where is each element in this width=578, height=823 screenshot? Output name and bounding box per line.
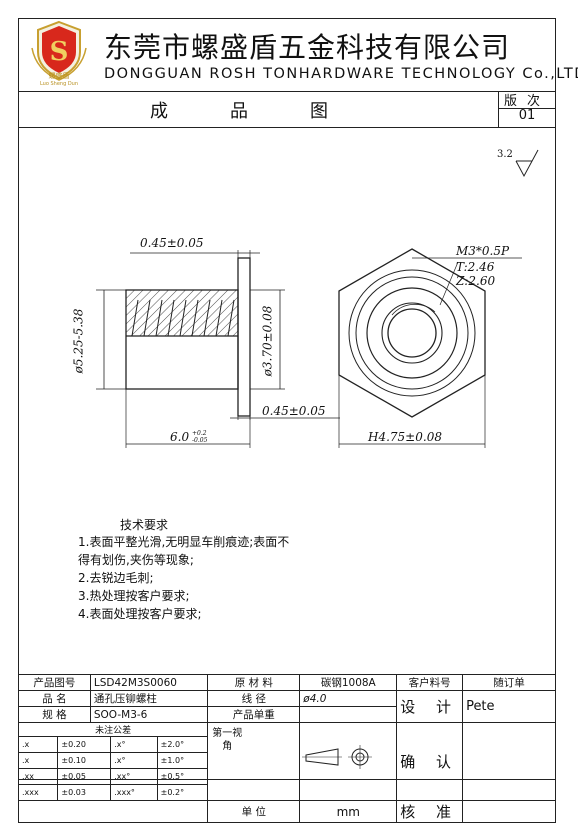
side-view bbox=[96, 250, 340, 448]
view-label: 第一视角 bbox=[212, 728, 243, 752]
dim-hex-size: H4.75±0.08 bbox=[368, 430, 442, 444]
tol-cell: .x bbox=[19, 752, 59, 769]
designer-name: Pete bbox=[462, 690, 556, 723]
requirement-line: 得有划伤,夹伤等现象; bbox=[78, 553, 194, 567]
tol-cell: ±0.03 bbox=[57, 784, 112, 800]
tolerance-footer bbox=[17, 800, 209, 823]
unit-value: mm bbox=[299, 800, 398, 823]
end-view bbox=[338, 248, 522, 448]
company-logo: S bbox=[31, 20, 87, 81]
tol-cell: .xxx° bbox=[110, 784, 158, 800]
wire-value: ø4.0 bbox=[299, 690, 398, 707]
projection-symbol bbox=[302, 745, 373, 769]
tol-cell: ±2.0° bbox=[156, 737, 208, 753]
tolerance-cell: 未注公差 .x ±0.20 .x° ±2.0° .x ±0.10 .x° ±1.… bbox=[17, 722, 209, 801]
design-label: 设 计 bbox=[396, 690, 464, 723]
tol-cell: .xxx bbox=[19, 784, 59, 800]
thread-z: Z:2.60 bbox=[456, 274, 496, 288]
roughness-value: 3.2 bbox=[497, 149, 513, 160]
logo-text: 螺盛盾 bbox=[48, 72, 70, 80]
tol-cell: .x° bbox=[110, 752, 158, 769]
svg-text:S: S bbox=[50, 37, 69, 67]
unit-weight-label: 产品单重 bbox=[207, 706, 301, 723]
company-name-cn: 东莞市螺盛盾五金科技有限公司 bbox=[104, 31, 511, 64]
unit-label: 单 位 bbox=[207, 800, 301, 823]
unmarked-tolerance-label: 未注公差 bbox=[19, 723, 208, 737]
material-label: 原 材 料 bbox=[207, 674, 301, 691]
thread-spec: M3*0.5P bbox=[456, 244, 510, 258]
header-bottom-line bbox=[18, 127, 556, 128]
tol-cell: ±0.20 bbox=[57, 737, 112, 753]
view-cell: 第一视角 bbox=[207, 722, 301, 801]
dim-length-tol-down: -0.05 bbox=[192, 437, 208, 444]
part-no: LSD42M3S0060 bbox=[89, 674, 209, 691]
tol-cell: ±0.2° bbox=[156, 784, 208, 800]
dim-length-tol-up: +0.2 bbox=[192, 430, 207, 437]
tol-cell: .xx bbox=[19, 768, 59, 785]
wire-label: 线 径 bbox=[207, 690, 301, 707]
unit-weight-value bbox=[299, 706, 398, 723]
technical-drawing bbox=[96, 149, 539, 448]
material-value: 碳钢1008A bbox=[299, 674, 398, 691]
tol-cell: .xx° bbox=[110, 768, 158, 785]
requirement-line: 2.去锐边毛刺; bbox=[78, 571, 154, 585]
dim-inner-diameter: ø3.70±0.08 bbox=[260, 305, 275, 377]
tol-cell: ±1.0° bbox=[156, 752, 208, 769]
part-name: 通孔压铆螺柱 bbox=[89, 690, 209, 707]
requirement-line: 3.热处理按客户要求; bbox=[78, 589, 190, 603]
tol-cell: .x bbox=[19, 737, 59, 753]
revision-divider bbox=[498, 91, 499, 127]
dim-head-thickness: 0.45±0.05 bbox=[262, 404, 326, 418]
approve-value bbox=[462, 800, 556, 823]
header-divider bbox=[18, 91, 556, 92]
tol-cell: ±0.05 bbox=[57, 768, 112, 785]
dim-flange-thickness: 0.45±0.05 bbox=[140, 236, 204, 250]
spec-label: 规 格 bbox=[18, 706, 91, 723]
revision-label: 版次 bbox=[503, 94, 550, 109]
part-no-label: 产品图号 bbox=[18, 674, 91, 691]
name-label: 品 名 bbox=[18, 690, 91, 707]
order-label: 随订单 bbox=[462, 674, 556, 691]
requirement-line: 4.表面处理按客户要求; bbox=[78, 607, 202, 621]
spec-value: SOO-M3-6 bbox=[89, 706, 209, 723]
tol-cell: ±0.10 bbox=[57, 752, 112, 769]
confirm-value bbox=[462, 722, 556, 801]
company-name-en: DONGGUAN ROSH TONHARDWARE TECHNOLOGY Co.… bbox=[104, 66, 578, 82]
revision-split bbox=[498, 108, 556, 109]
dim-length: 6.0 bbox=[170, 430, 190, 444]
requirements-title: 技术要求 bbox=[120, 518, 169, 532]
dim-length-tolerance: +0.2 -0.05 bbox=[192, 430, 207, 444]
projection-symbol-cell bbox=[299, 722, 398, 801]
revision-value: 01 bbox=[518, 108, 536, 123]
confirm-label: 确 认 bbox=[396, 722, 464, 801]
document-title: 成品图 bbox=[150, 101, 390, 122]
requirement-line: 1.表面平整光滑,无明显车削痕迹;表面不 bbox=[78, 535, 290, 549]
customer-no-label: 客户料号 bbox=[396, 674, 464, 691]
tol-cell: ±0.5° bbox=[156, 768, 208, 785]
logo-subtext: Luo Sheng Dun bbox=[39, 81, 79, 87]
tol-cell: .x° bbox=[110, 737, 158, 753]
dim-outer-diameter: ø5.25-5.38 bbox=[71, 308, 86, 374]
roughness-symbol bbox=[515, 149, 539, 178]
title-block: 产品图号 LSD42M3S0060 原 材 料 碳钢1008A 客户料号 随订单… bbox=[17, 674, 556, 823]
approve-label: 核 准 bbox=[396, 800, 464, 823]
thread-t: T:2.46 bbox=[456, 260, 495, 274]
tolerance-table: .x ±0.20 .x° ±2.0° .x ±0.10 .x° ±1.0° .x… bbox=[19, 737, 208, 800]
